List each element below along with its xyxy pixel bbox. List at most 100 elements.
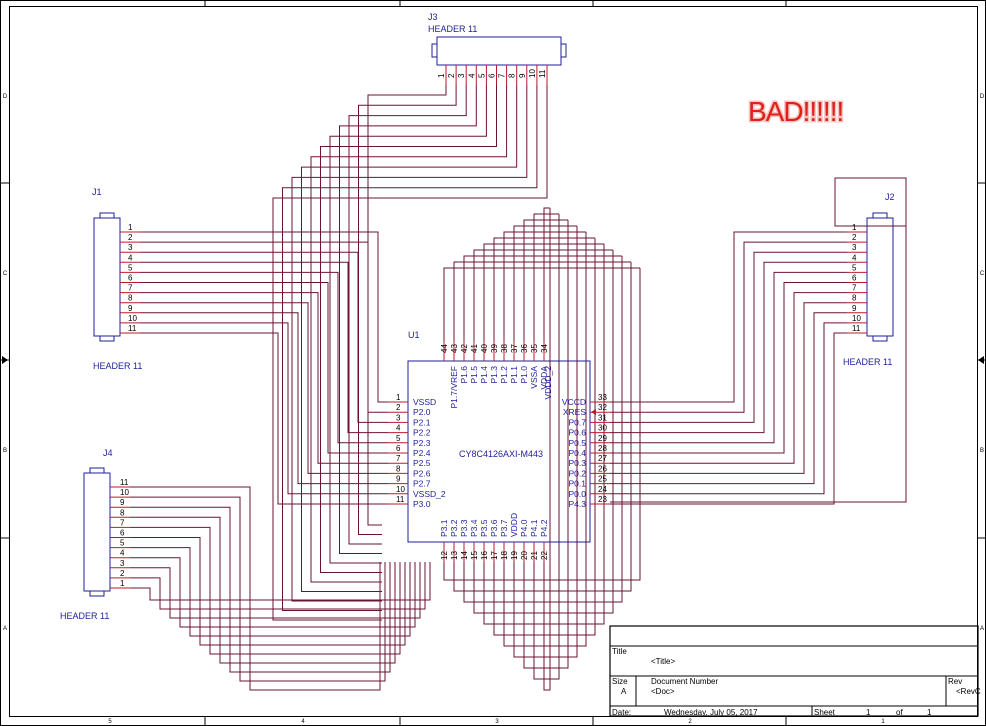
u1-pin-number: 30 xyxy=(598,424,607,433)
u1-pin-number: 21 xyxy=(530,551,539,560)
u1-pin-name: XRES xyxy=(563,407,586,417)
wire xyxy=(140,261,388,434)
wire xyxy=(533,214,560,680)
wire xyxy=(358,85,457,535)
j3-pin-number: 7 xyxy=(498,73,507,78)
u1-pin-name: P2.2 xyxy=(413,428,431,438)
components: U1 CY8C4126AXI-M443 J1 HEADER 11 J2 HEAD… xyxy=(60,12,907,621)
wire xyxy=(453,261,631,341)
j2-pin-number: 2 xyxy=(852,233,857,242)
u1-pin-name: P0.1 xyxy=(569,479,587,489)
j3-pin-number: 10 xyxy=(528,69,537,78)
j1-pin-number: 6 xyxy=(128,274,133,283)
u1-pin-number: 1 xyxy=(396,393,401,402)
j1-tab-top xyxy=(99,212,115,219)
center-arrow-left xyxy=(2,356,8,364)
zone-number: 3 xyxy=(495,719,499,725)
u1-pin-number: 41 xyxy=(470,344,479,353)
u1-pin-name: P4.3 xyxy=(569,499,587,509)
u1-pin-name: P0.0 xyxy=(569,489,587,499)
u1-pin-name: P3.2 xyxy=(449,519,459,537)
wire xyxy=(130,486,381,691)
zone-number: 1 xyxy=(881,719,885,725)
u1-pin-name: P1.1 xyxy=(509,366,519,384)
j4-pin-number: 1 xyxy=(120,579,125,588)
u1-pin-number: 36 xyxy=(520,344,529,353)
j1-pin-number: 9 xyxy=(128,304,133,313)
tb-date-label: Date: xyxy=(612,708,631,717)
j1-body xyxy=(93,217,121,337)
j4-pin-number: 3 xyxy=(120,559,125,568)
u1-pin-name: P4.1 xyxy=(529,519,539,537)
u1-ref: U1 xyxy=(408,330,420,340)
u1-pin-name: VCCD xyxy=(562,397,586,407)
j2-pin-number: 8 xyxy=(852,294,857,303)
u1-pin-name: P1.2 xyxy=(499,366,509,384)
u1-pin-name: P3.1 xyxy=(439,519,449,537)
wire xyxy=(463,256,623,603)
u1-pin-name: P4.2 xyxy=(539,519,549,537)
wire xyxy=(503,232,587,647)
wire xyxy=(140,231,388,403)
u1-pin-number: 29 xyxy=(598,434,607,443)
u1-pin-number: 9 xyxy=(396,475,401,484)
j1-pin-number: 2 xyxy=(128,233,133,242)
u1-pin-name: P3.0 xyxy=(413,499,431,509)
u1-pin-name: P3.5 xyxy=(479,519,489,537)
inner-border xyxy=(9,6,978,717)
wire xyxy=(610,302,847,474)
u1-pin-number: 14 xyxy=(460,551,469,560)
u1-pin-name: P3.6 xyxy=(489,519,499,537)
u1-pin-name: P1.5 xyxy=(469,366,479,384)
u1-pin-number: 16 xyxy=(480,551,489,560)
u1-pin-name: P1.6 xyxy=(459,366,469,384)
wire xyxy=(130,516,396,664)
j4-pin-number: 4 xyxy=(120,549,125,558)
zone-letter: B xyxy=(3,448,7,454)
wire xyxy=(473,249,613,341)
u1-pin-number: 34 xyxy=(540,344,549,353)
j3-pin-number: 6 xyxy=(488,73,497,78)
j4-pin-number: 10 xyxy=(120,488,129,497)
wire xyxy=(503,231,586,341)
u1-pin-number: 22 xyxy=(540,551,549,560)
j1-pin-number: 10 xyxy=(128,314,137,323)
j4-pin-number: 2 xyxy=(120,569,125,578)
u1-pin-number: 44 xyxy=(440,344,449,353)
tb-rev-label: Rev xyxy=(948,677,962,686)
u1-pin-name: VDDA xyxy=(539,366,549,390)
u1-pin-number: 38 xyxy=(500,344,509,353)
u1-pin-number: 13 xyxy=(450,551,459,560)
j3-body xyxy=(436,36,562,66)
j2-pin-number: 11 xyxy=(852,324,861,333)
tb-size-value: A xyxy=(621,687,627,696)
j4-tab-top xyxy=(89,467,105,474)
j3-tab-left xyxy=(431,43,438,58)
j3-pin-number: 8 xyxy=(508,73,517,78)
wire xyxy=(543,207,550,341)
u1-pin-number: 20 xyxy=(520,551,529,560)
u1-pin-number: 5 xyxy=(396,434,401,443)
wire xyxy=(140,251,388,423)
u1-pin-number: 4 xyxy=(396,424,401,433)
wire xyxy=(610,251,847,423)
wire xyxy=(610,241,847,413)
wire xyxy=(329,85,487,564)
u1-pin-number: 18 xyxy=(500,551,509,560)
u1-pin-number: 12 xyxy=(440,551,449,560)
zone-letter: C xyxy=(3,271,8,277)
j4-pin-number: 9 xyxy=(120,498,125,507)
u1-pin-name: P2.3 xyxy=(413,438,431,448)
wire xyxy=(348,85,467,545)
wire xyxy=(291,85,528,602)
j4-pin-number: 7 xyxy=(120,518,125,527)
u1-pin-number: 42 xyxy=(460,344,469,353)
j1-pin-number: 7 xyxy=(128,284,133,293)
wire xyxy=(493,237,595,341)
title-block: Title <Title> Size A Document Number <Do… xyxy=(609,625,981,717)
zone-letter: C xyxy=(980,271,985,277)
u1-pin-number: 2 xyxy=(396,403,401,412)
j1-pin-number: 3 xyxy=(128,243,133,252)
